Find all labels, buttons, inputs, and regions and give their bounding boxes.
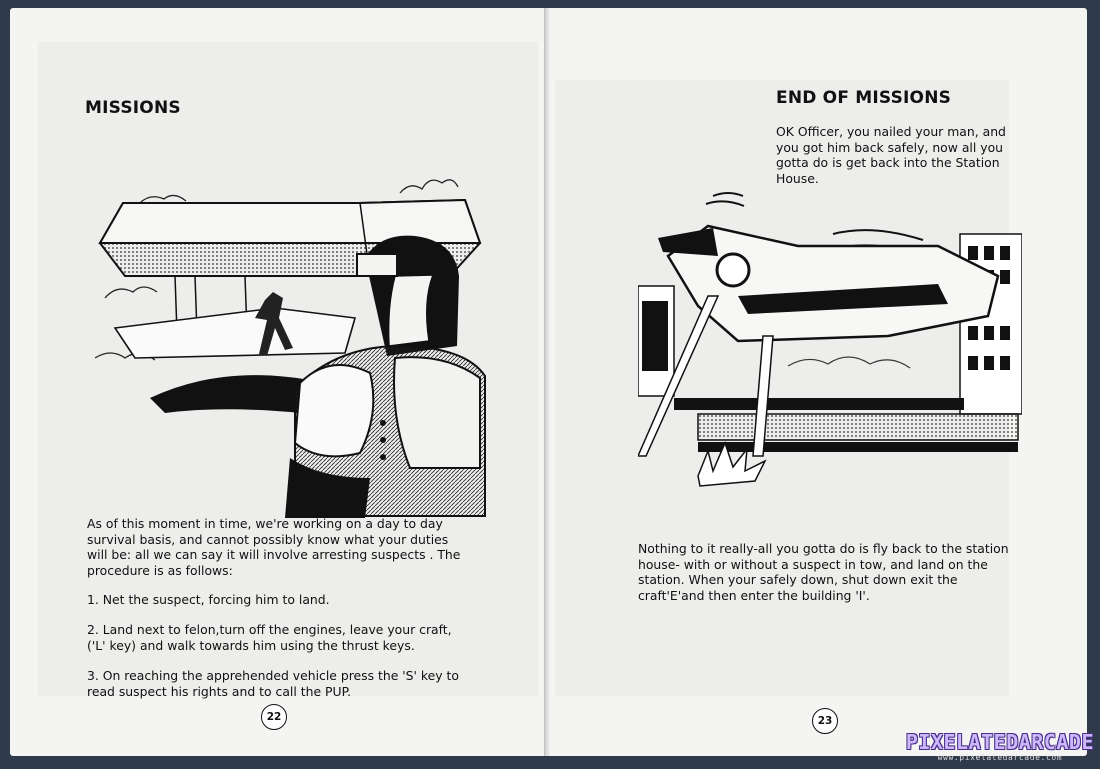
missions-heading: MISSIONS: [85, 98, 181, 118]
page-number-22: 22: [261, 704, 287, 730]
right-page: END OF MISSIONS OK Officer, you nailed y…: [549, 8, 1087, 756]
missions-step-2: 2. Land next to felon,turn off the engin…: [87, 622, 452, 653]
craft-landing-illustration: [638, 192, 1022, 487]
missions-intro: As of this moment in time, we're working…: [87, 516, 461, 578]
end-of-missions-body: Nothing to it really-all you gotta do is…: [638, 541, 1009, 603]
officer-and-craft-illustration: [95, 179, 486, 518]
watermark-url: www.pixelatedarcade.com: [937, 753, 1063, 762]
watermark-logo: PIXELATEDARCADE: [905, 730, 1094, 754]
page-number-23: 23: [812, 708, 838, 734]
right-page-panel: [555, 80, 1009, 696]
book-spine: [544, 8, 550, 756]
missions-step-3: 3. On reaching the apprehended vehicle p…: [87, 668, 459, 699]
end-of-missions-intro: OK Officer, you nailed your man, and you…: [776, 124, 1006, 186]
end-of-missions-heading: END OF MISSIONS: [776, 88, 952, 108]
missions-step-1: 1. Net the suspect, forcing him to land.: [87, 592, 330, 607]
left-page: MISSIONS: [10, 8, 546, 756]
pixelatedarcade-watermark: PIXELATEDARCADE www.pixelatedarcade.com: [906, 731, 1094, 762]
